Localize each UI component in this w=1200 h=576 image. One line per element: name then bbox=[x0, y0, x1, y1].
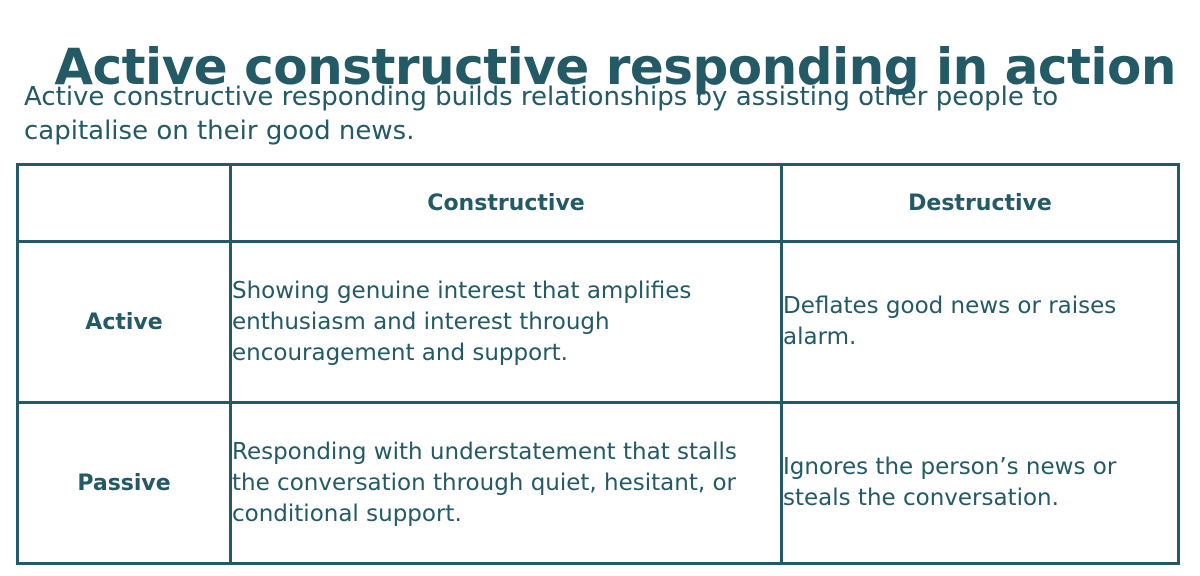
page-title: Active constructive responding in action bbox=[54, 37, 1176, 96]
row-header-active: Active bbox=[16, 240, 232, 404]
intro-paragraph: Active constructive responding builds re… bbox=[24, 82, 1059, 146]
table-header-row: Constructive Destructive bbox=[16, 163, 1180, 243]
cell-active-destructive: Deflates good news or raises alarm. bbox=[780, 240, 1180, 404]
table-row: Active Showing genuine interest that amp… bbox=[16, 240, 1180, 404]
column-header-constructive: Constructive bbox=[229, 163, 783, 243]
responding-styles-table: Constructive Destructive Active Showing … bbox=[16, 163, 1180, 565]
table-row: Passive Responding with understatement t… bbox=[16, 401, 1180, 565]
cell-active-constructive: Showing genuine interest that amplifies … bbox=[229, 240, 783, 404]
cell-passive-constructive: Responding with understatement that stal… bbox=[229, 401, 783, 565]
table-corner-cell bbox=[16, 163, 232, 243]
column-header-destructive: Destructive bbox=[780, 163, 1180, 243]
cell-passive-destructive: Ignores the person’s news or steals the … bbox=[780, 401, 1180, 565]
row-header-passive: Passive bbox=[16, 401, 232, 565]
